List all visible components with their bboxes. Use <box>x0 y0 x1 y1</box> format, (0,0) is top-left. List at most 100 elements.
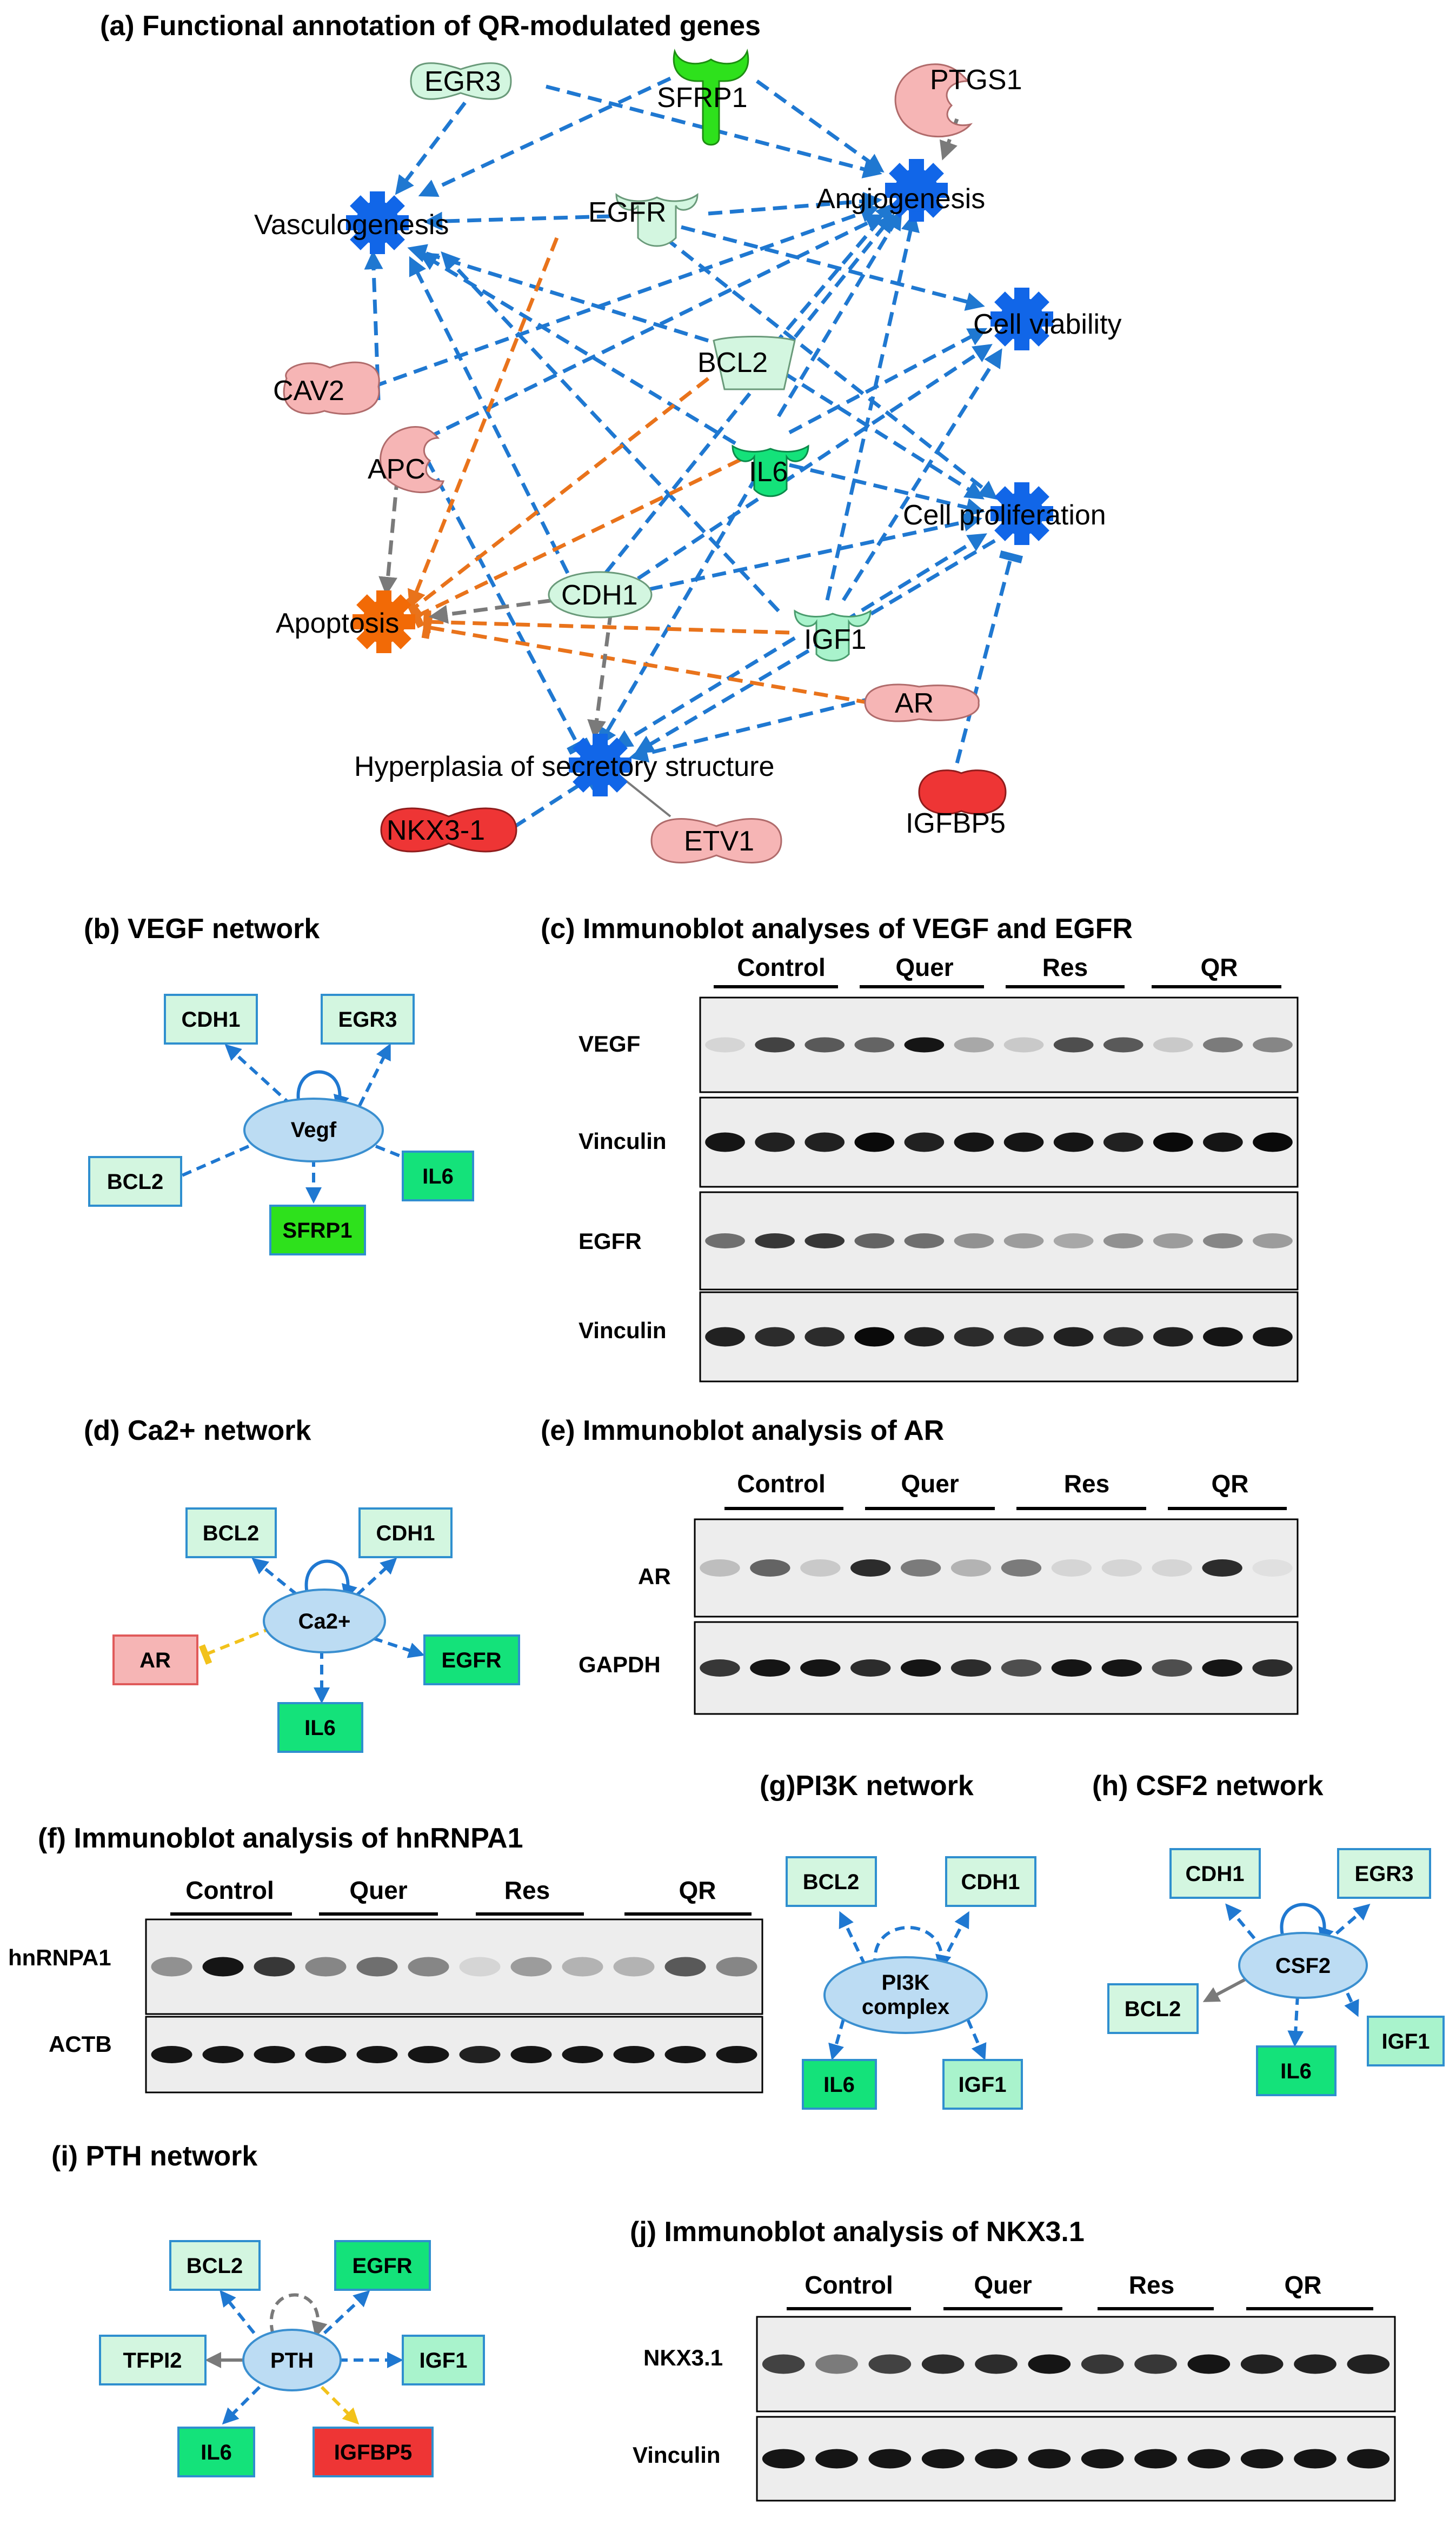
f-blot-actb <box>145 2016 763 2094</box>
c-blot-vinculin-1-band <box>805 1132 845 1152</box>
c-group-qr: QR <box>1201 953 1238 981</box>
ca-egfr-box <box>423 1634 520 1685</box>
edge-vegf-self <box>296 1070 349 1112</box>
cav2-label: CAV2 <box>273 375 344 407</box>
etv1-label: ETV1 <box>684 826 754 857</box>
c-group-quer: Quer <box>895 953 953 981</box>
panel-e: (e) Immunoblot analysis of AR Control Qu… <box>541 1415 1299 1715</box>
panel-f: (f) Immunoblot analysis of hnRNPA1 Contr… <box>8 1823 763 2094</box>
e-blot-ar-band <box>1202 1559 1242 1577</box>
e-blot-ar-band <box>1252 1559 1293 1577</box>
c-blot-vegf-band <box>1253 1037 1293 1053</box>
f-blot-actb-band <box>305 2046 347 2063</box>
panel-f-title: (f) Immunoblot analysis of hnRNPA1 <box>38 1823 523 1854</box>
f-blot-hnrnpa1-frame <box>145 1918 763 2015</box>
angiogenesis-label: Angiogenesis <box>816 183 985 215</box>
vegf-il6-label: IL6 <box>422 1165 454 1188</box>
edge-csf2-bcl2 <box>1202 1977 1247 2002</box>
pi3k-igf1-box <box>942 2059 1023 2110</box>
f-blot-actb-frame <box>145 2016 763 2094</box>
ca-cdh1-box <box>358 1507 453 1558</box>
pth-bcl2-box <box>169 2240 261 2291</box>
e-blot-ar-band <box>900 1559 941 1577</box>
c-blot-egfr-frame <box>699 1191 1299 1291</box>
vegf-egr3-box <box>321 994 415 1045</box>
edge-cav2-angiogenesis <box>372 204 880 389</box>
egr3-node: EGR3 <box>410 62 512 100</box>
e-row-gapdh: GAPDH <box>579 1652 661 1677</box>
f-blot-actb-band <box>202 2046 244 2063</box>
ca-ar-label: AR <box>139 1649 171 1672</box>
c-row-vinculin-2: Vinculin <box>579 1318 667 1343</box>
j-row-vinculin: Vinculin <box>633 2442 721 2468</box>
vegf-cdh1-label: CDH1 <box>182 1008 241 1032</box>
ca-bcl2-label: BCL2 <box>203 1521 259 1545</box>
c-blot-vinculin-2 <box>699 1291 1299 1383</box>
sfrp1-node: SFRP1 <box>657 48 749 146</box>
c-blot-vinculin-1-band <box>854 1132 895 1152</box>
j-blot-vinculin-band <box>1240 2449 1284 2469</box>
cell-proliferation-label: Cell proliferation <box>903 500 1106 531</box>
j-blot-vinculin-band <box>1294 2449 1337 2469</box>
edge-il6-proliferation <box>789 463 985 517</box>
e-group-quer: Quer <box>901 1470 959 1498</box>
panel-j-blots <box>756 2316 1396 2502</box>
c-blot-vinculin-2-band <box>1003 1327 1044 1347</box>
edge-cdh1-proliferation <box>648 513 982 592</box>
vegf-bcl2-box <box>88 1156 182 1207</box>
e-blot-gapdh-band <box>1202 1659 1242 1677</box>
j-blot-nkx31-band <box>1081 2354 1124 2374</box>
panel-f-blots <box>145 1918 763 2094</box>
panel-b: (b) VEGF network Vegf CDH1 EGR3 BCL2 IL6… <box>84 913 474 1255</box>
f-group-control: Control <box>185 1876 274 1904</box>
c-blot-egfr-band <box>854 1233 895 1248</box>
igf1-label: IGF1 <box>804 624 867 655</box>
bcl2-label: BCL2 <box>697 347 768 378</box>
ca-cdh1-label: CDH1 <box>376 1521 435 1545</box>
vasculogenesis-label: Vasculogenesis <box>254 209 449 241</box>
j-blot-vinculin-band <box>815 2449 858 2469</box>
edge-apc-hyperplasia <box>425 458 590 755</box>
ptgs1-node: PTGS1 <box>894 63 1022 138</box>
edge-il6-apoptosis <box>408 457 742 628</box>
edge-ar-apoptosis <box>421 615 871 705</box>
j-blot-nkx31-band <box>1240 2354 1284 2374</box>
c-blot-vegf-band <box>1053 1037 1094 1053</box>
c-blot-vegf-band <box>1203 1037 1243 1053</box>
edge-nkx31-hyperplasia <box>513 767 599 829</box>
e-blot-gapdh-band <box>1152 1659 1192 1677</box>
vegf-egr3-label: EGR3 <box>338 1008 397 1032</box>
c-blot-vinculin-2-band <box>755 1327 795 1347</box>
c-blot-vinculin-2-band <box>1153 1327 1193 1347</box>
apc-label: APC <box>368 454 426 485</box>
c-row-vinculin-1: Vinculin <box>579 1128 667 1154</box>
csf2-il6-label: IL6 <box>1280 2059 1312 2083</box>
j-blot-vinculin-band <box>1347 2449 1390 2469</box>
f-blot-actb-band <box>408 2046 449 2063</box>
c-blot-egfr-band <box>1103 1233 1143 1248</box>
c-blot-vinculin-1-band <box>1003 1132 1044 1152</box>
j-blot-vinculin-band <box>868 2449 912 2469</box>
j-blot-vinculin-band <box>975 2449 1018 2469</box>
c-blot-egfr-band <box>805 1233 845 1248</box>
e-blot-gapdh-band <box>1252 1659 1293 1677</box>
c-blot-vinculin-1-band <box>1153 1132 1193 1152</box>
cdh1-node: CDH1 <box>548 571 653 619</box>
c-blot-vegf-band <box>904 1037 945 1053</box>
edge-csf2-cdh1 <box>1225 1903 1256 1939</box>
j-blot-vinculin-band <box>1187 2449 1231 2469</box>
c-blot-vinculin-2-band <box>1253 1327 1293 1347</box>
j-blot-nkx31-band <box>921 2354 965 2374</box>
vegf-hub <box>243 1098 384 1162</box>
edge-il6-viability <box>788 328 988 435</box>
c-blot-vinculin-1-band <box>1253 1132 1293 1152</box>
panel-d-title: (d) Ca2+ network <box>84 1415 311 1446</box>
edge-igf1-hyperplasia <box>613 636 796 748</box>
c-blot-egfr-band <box>1203 1233 1243 1248</box>
csf2-bcl2-box <box>1107 1983 1199 2034</box>
c-blot-vinculin-2-band <box>904 1327 945 1347</box>
panel-c-groups: Control Quer Res QR <box>714 953 1281 988</box>
csf2-egr3-label: EGR3 <box>1355 1862 1414 1886</box>
j-blot-nkx31-band <box>815 2354 858 2374</box>
